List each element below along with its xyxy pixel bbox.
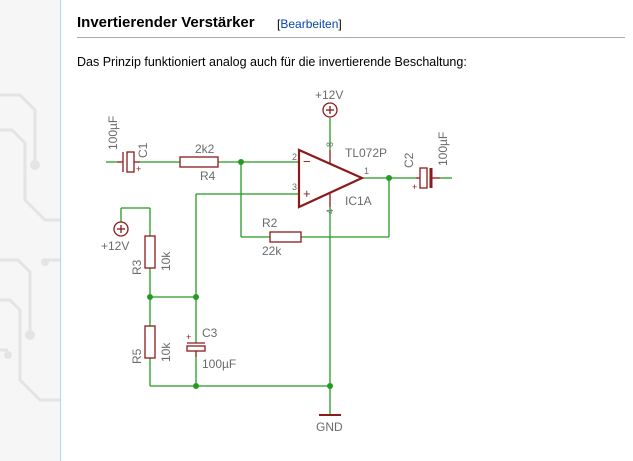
label-c1-value: 100µF bbox=[106, 116, 120, 150]
pin-noninv: 3 bbox=[292, 182, 297, 192]
edit-bracket-open: [ bbox=[277, 17, 281, 31]
c2-polarity: + bbox=[412, 182, 417, 192]
pin-inv: 2 bbox=[292, 152, 297, 162]
junction-ground bbox=[327, 383, 333, 389]
label-opamp-name: IC1A bbox=[345, 194, 372, 208]
section-heading: Invertierender Verstärker bbox=[77, 14, 255, 31]
junction-divider-right bbox=[193, 294, 199, 300]
label-c3-value: 100µF bbox=[202, 357, 236, 371]
resistor-r5 bbox=[144, 325, 156, 359]
resistor-r3 bbox=[144, 235, 156, 269]
label-supply-top: +12V bbox=[315, 88, 343, 102]
schematic-labels: +12V TL072P IC1A 2k2 R4 R2 22k +12V C3 1… bbox=[101, 88, 387, 434]
c1-polarity: + bbox=[136, 164, 141, 174]
capacitor-c3 bbox=[186, 342, 206, 357]
label-ground: GND bbox=[316, 420, 343, 434]
label-c2-value: 100µF bbox=[436, 132, 450, 166]
content-border bbox=[60, 0, 61, 461]
junctions bbox=[147, 159, 392, 389]
edit-bracket-close: ] bbox=[338, 17, 342, 31]
supply-top-symbol bbox=[322, 102, 338, 118]
resistor-r4 bbox=[179, 156, 219, 168]
pin-vminus: 4 bbox=[325, 209, 335, 214]
article-content: Invertierender Verstärker [Bearbeiten] D… bbox=[61, 0, 633, 461]
junction-out bbox=[386, 175, 392, 181]
intro-paragraph: Das Prinzip funktioniert analog auch für… bbox=[77, 55, 467, 69]
label-r3-value: 10k bbox=[159, 251, 173, 271]
label-r2-value: 22k bbox=[262, 244, 282, 258]
junction-c3-ground bbox=[193, 383, 199, 389]
label-r4-name: R4 bbox=[200, 169, 216, 183]
polarity-marks: + + + bbox=[136, 164, 417, 342]
rotated-labels: 100µF C1 C2 100µF R3 10k R5 10k bbox=[106, 116, 450, 364]
pin-labels: 2 3 1 8 4 bbox=[292, 142, 369, 214]
label-r2-name: R2 bbox=[262, 216, 278, 230]
label-r4-value: 2k2 bbox=[195, 142, 215, 156]
sidebar-background bbox=[0, 0, 60, 461]
pin-vplus: 8 bbox=[325, 142, 335, 147]
heading-divider bbox=[77, 37, 625, 38]
label-r5-name: R5 bbox=[130, 348, 144, 364]
capacitor-c2 bbox=[416, 167, 440, 189]
label-opamp-part: TL072P bbox=[345, 146, 387, 160]
label-c2-name: C2 bbox=[402, 152, 416, 168]
label-r5-value: 10k bbox=[159, 342, 173, 362]
opamp-signs: − + bbox=[303, 154, 311, 201]
edit-link[interactable]: Bearbeiten bbox=[280, 17, 339, 31]
sign-plus: + bbox=[303, 186, 311, 201]
pin-out: 1 bbox=[364, 166, 369, 176]
label-c3-name: C3 bbox=[202, 326, 218, 340]
circuit-pattern-decoration bbox=[0, 93, 60, 402]
components bbox=[113, 102, 440, 416]
wires bbox=[106, 118, 452, 415]
junction-divider-left bbox=[147, 294, 153, 300]
resistor-r2 bbox=[269, 231, 302, 243]
supply-left-symbol bbox=[113, 221, 129, 237]
sign-minus: − bbox=[303, 154, 311, 169]
opamp-ic1a bbox=[297, 148, 365, 209]
label-c1-name: C1 bbox=[136, 142, 150, 158]
edit-section: [Bearbeiten] bbox=[277, 17, 342, 31]
c3-polarity: + bbox=[186, 332, 191, 342]
label-supply-left: +12V bbox=[101, 239, 129, 253]
junction-inv bbox=[238, 159, 244, 165]
capacitor-c1 bbox=[117, 151, 140, 173]
label-r3-name: R3 bbox=[130, 259, 144, 275]
